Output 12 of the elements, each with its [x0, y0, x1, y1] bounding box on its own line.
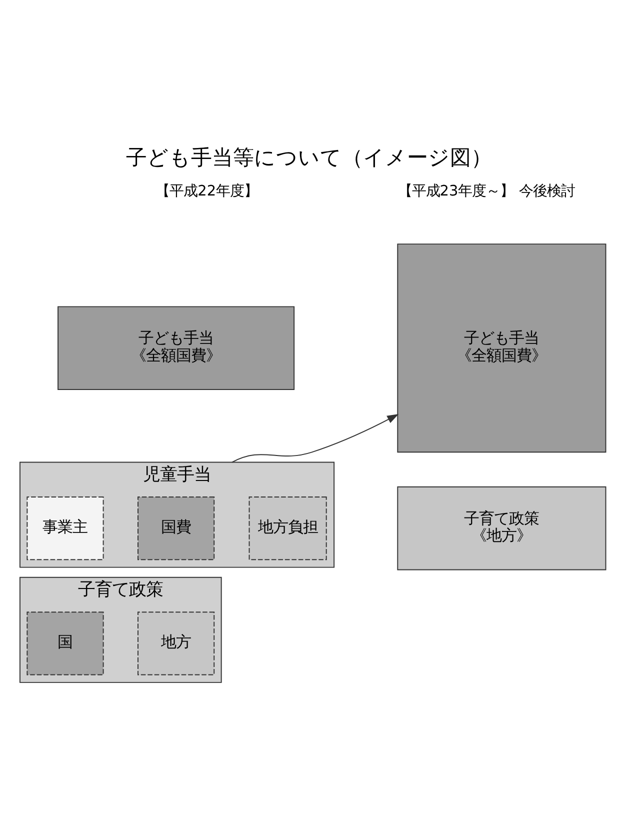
- node-box: 地方負担: [248, 496, 327, 560]
- label: 【平成22年度】: [156, 183, 258, 200]
- label: 【平成23年度～】 今後検討: [398, 183, 575, 200]
- node-box: 地方: [138, 612, 215, 676]
- node-box: 子育て政策 《地方》: [397, 486, 606, 570]
- node-box: 子ども手当 《全額国費》: [397, 244, 606, 453]
- arrow: [231, 414, 399, 463]
- node-box: 事業主: [26, 496, 104, 560]
- diagram-title: 子ども手当等について（イメージ図）: [126, 144, 492, 170]
- node-box: 国: [26, 612, 104, 676]
- node-box: 国費: [138, 496, 215, 560]
- node-box: 子ども手当 《全額国費》: [58, 306, 295, 390]
